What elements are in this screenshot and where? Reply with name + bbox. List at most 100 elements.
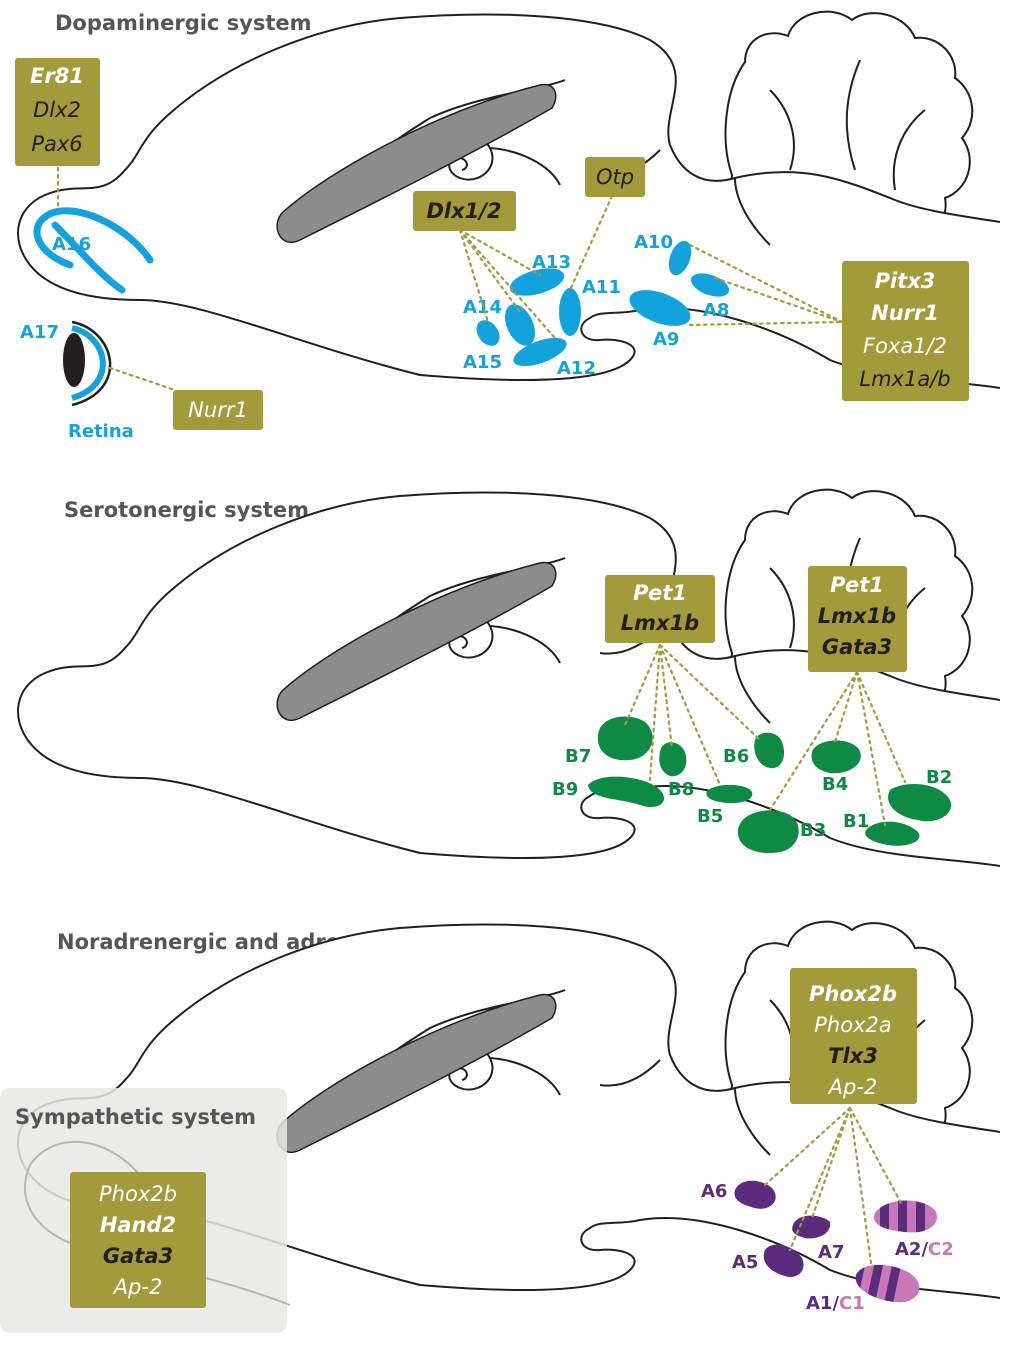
gene-box-hindbrain bbox=[790, 968, 917, 1104]
a14-nucleus bbox=[504, 304, 536, 346]
serotonergic-panel: Serotonergic system B7 B9 B8 B6 B5 B4 B3… bbox=[16, 488, 1001, 867]
gene-pet1-rostral: Pet1 bbox=[633, 581, 687, 605]
gene-lmx1b-rostral: Lmx1b bbox=[621, 611, 699, 635]
gene-tlx3: Tlx3 bbox=[828, 1044, 878, 1068]
label-b7: B7 bbox=[565, 746, 591, 767]
gene-box-sympathetic bbox=[70, 1172, 206, 1308]
sympathetic-title: Sympathetic system bbox=[15, 1105, 256, 1129]
label-a6: A6 bbox=[701, 1181, 727, 1202]
label-retina: Retina bbox=[68, 421, 134, 442]
label-a12: A12 bbox=[557, 358, 596, 379]
gene-lmx1ab: Lmx1a/b bbox=[859, 367, 950, 391]
a2-c2-nucleus bbox=[874, 1200, 937, 1233]
gene-hand2: Hand2 bbox=[100, 1213, 176, 1237]
gene-otp: Otp bbox=[596, 165, 634, 189]
a7-nucleus bbox=[792, 1215, 831, 1239]
a15-nucleus bbox=[476, 320, 500, 346]
label-b1: B1 bbox=[843, 811, 869, 832]
connector-caudal bbox=[768, 670, 907, 827]
a13-nucleus bbox=[509, 268, 565, 296]
connector-retina bbox=[108, 366, 177, 392]
label-a5: A5 bbox=[732, 1252, 758, 1273]
a10-nucleus bbox=[668, 240, 692, 276]
a9-nucleus bbox=[629, 290, 691, 326]
gene-dlx12: Dlx1/2 bbox=[426, 199, 501, 223]
gene-phox2a: Phox2a bbox=[814, 1013, 891, 1037]
gene-box-caudal bbox=[808, 566, 907, 672]
label-a7: A7 bbox=[818, 1242, 844, 1263]
gene-box-midbrain bbox=[842, 261, 969, 401]
label-c1: C1 bbox=[839, 1293, 865, 1314]
connector-otp bbox=[568, 194, 614, 292]
gene-phox2b: Phox2b bbox=[809, 982, 897, 1006]
b1-nucleus bbox=[865, 821, 920, 846]
a6-nucleus bbox=[734, 1180, 776, 1209]
label-a9: A9 bbox=[653, 329, 679, 350]
label-c2: C2 bbox=[928, 1239, 954, 1260]
label-b2: B2 bbox=[926, 767, 952, 788]
gene-dlx2: Dlx2 bbox=[33, 98, 81, 122]
label-b3: B3 bbox=[800, 820, 826, 841]
b9-nucleus bbox=[588, 776, 665, 808]
gene-gata3-caudal: Gata3 bbox=[822, 635, 892, 659]
gene-gata3-sympathetic: Gata3 bbox=[103, 1244, 173, 1268]
label-a14: A14 bbox=[463, 297, 502, 318]
label-b4: B4 bbox=[822, 774, 848, 795]
label-b6: B6 bbox=[723, 746, 749, 767]
label-a16: A16 bbox=[52, 234, 91, 255]
gene-pax6: Pax6 bbox=[31, 132, 82, 156]
label-a1-c1: A1/C1 bbox=[806, 1293, 865, 1314]
label-a2-slash: / bbox=[921, 1239, 928, 1260]
label-a11: A11 bbox=[582, 277, 621, 298]
connector-dlx bbox=[458, 228, 557, 340]
gene-ap2-sympathetic: Ap-2 bbox=[112, 1275, 163, 1299]
gene-ap2-hindbrain: Ap-2 bbox=[827, 1075, 878, 1099]
noradrenergic-panel: Noradrenergic and adrenergic system Symp… bbox=[0, 920, 1001, 1333]
label-b5: B5 bbox=[697, 806, 723, 827]
b6-nucleus bbox=[754, 732, 785, 769]
a5-nucleus bbox=[763, 1244, 804, 1278]
gene-nurr1-retina: Nurr1 bbox=[188, 398, 248, 422]
label-a13: A13 bbox=[532, 252, 571, 273]
gene-phox2b-sympathetic: Phox2b bbox=[99, 1182, 177, 1206]
label-a10: A10 bbox=[634, 232, 673, 253]
eye-outline bbox=[71, 320, 112, 407]
connector-midbrain bbox=[688, 243, 844, 327]
gene-box-dlx bbox=[413, 191, 516, 231]
gene-foxa12: Foxa1/2 bbox=[863, 334, 947, 358]
label-a1-slash: / bbox=[832, 1293, 839, 1314]
label-a15: A15 bbox=[463, 352, 502, 373]
label-a1: A1 bbox=[806, 1293, 832, 1314]
label-a2: A2 bbox=[895, 1239, 921, 1260]
label-a8: A8 bbox=[703, 300, 729, 321]
b8-nucleus bbox=[659, 742, 687, 777]
label-b9: B9 bbox=[552, 779, 578, 800]
gene-box-ob bbox=[15, 58, 100, 166]
gene-er81: Er81 bbox=[30, 64, 84, 88]
gene-box-otp bbox=[585, 157, 645, 197]
serotonergic-title: Serotonergic system bbox=[64, 498, 309, 522]
connector-rostral bbox=[623, 643, 762, 787]
a8-nucleus bbox=[690, 273, 730, 297]
gene-pitx3: Pitx3 bbox=[875, 269, 936, 293]
a12-nucleus bbox=[513, 337, 567, 367]
dopaminergic-title: Dopaminergic system bbox=[55, 11, 312, 35]
connector-hindbrain bbox=[763, 1106, 904, 1272]
lens-icon bbox=[63, 333, 85, 387]
gene-lmx1b-caudal: Lmx1b bbox=[818, 604, 896, 628]
gene-pet1-caudal: Pet1 bbox=[830, 573, 884, 597]
a11-nucleus bbox=[559, 288, 581, 336]
retina-region bbox=[71, 325, 106, 401]
label-a17: A17 bbox=[20, 322, 59, 343]
b4-nucleus bbox=[811, 740, 861, 774]
b5-nucleus bbox=[706, 784, 753, 804]
dopaminergic-panel: Dopaminergic system A16 A17 Retina A13 A… bbox=[15, 10, 1001, 442]
b7-nucleus bbox=[597, 716, 653, 761]
label-a2-c2: A2/C2 bbox=[895, 1239, 954, 1260]
gene-box-retina bbox=[173, 390, 263, 430]
a16-region-inner bbox=[51, 221, 126, 294]
a16-region bbox=[33, 207, 154, 269]
b3-nucleus bbox=[737, 810, 799, 854]
gene-box-rostral bbox=[605, 575, 715, 643]
